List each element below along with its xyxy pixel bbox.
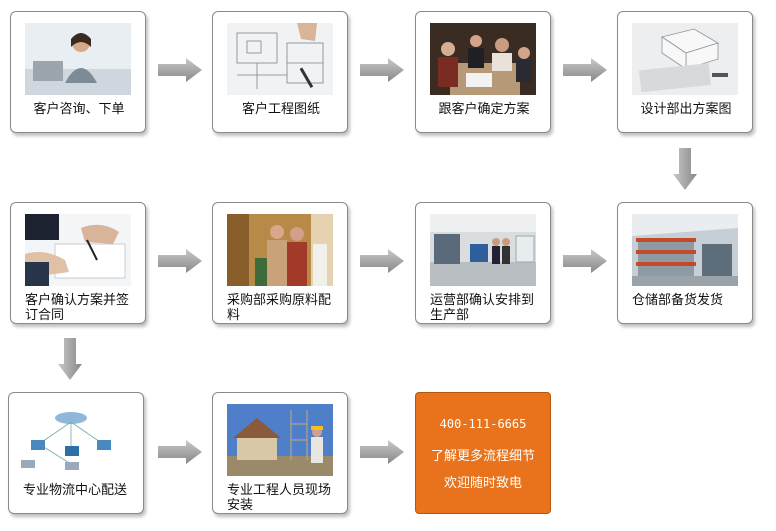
step-card-design: 设计部出方案图 — [617, 11, 753, 133]
step-label: 运营部确认安排到生产部 — [430, 293, 535, 323]
arrow-right-icon — [563, 58, 607, 82]
step-label: 专业物流中心配送 — [23, 483, 128, 498]
contract-photo — [25, 214, 131, 286]
arrow-right-icon — [360, 440, 404, 464]
hotline-number: 400-111-6665 — [439, 417, 527, 431]
arrow-right-icon — [158, 249, 202, 273]
step-label: 客户咨询、下单 — [33, 102, 125, 117]
logistics-diagram-photo — [19, 404, 125, 476]
arrow-down-icon — [58, 338, 82, 380]
install-photo — [227, 404, 333, 476]
warehouse-photo — [632, 214, 738, 286]
step-card-plan: 跟客户确定方案 — [415, 11, 551, 133]
consult-photo — [25, 23, 131, 95]
purchase-photo — [227, 214, 333, 286]
arrow-right-icon — [563, 249, 607, 273]
step-label: 专业工程人员现场安装 — [227, 483, 332, 513]
step-label: 采购部采购原料配料 — [227, 293, 332, 323]
contact-box: 400-111-6665 了解更多流程细节 欢迎随时致电 — [415, 392, 551, 514]
step-card-install: 专业工程人员现场安装 — [212, 392, 348, 514]
contact-more-info: 了解更多流程细节 — [430, 449, 535, 464]
step-label: 客户工程图纸 — [241, 102, 320, 117]
contact-call-us: 欢迎随时致电 — [443, 476, 522, 491]
step-card-drawings: 客户工程图纸 — [212, 11, 348, 133]
step-label: 设计部出方案图 — [640, 102, 732, 117]
arrow-right-icon — [360, 249, 404, 273]
step-label: 客户确认方案并签订合同 — [25, 293, 130, 323]
step-card-purchase: 采购部采购原料配料 — [212, 202, 348, 324]
meeting-photo — [430, 23, 536, 95]
step-card-operations: 运营部确认安排到生产部 — [415, 202, 551, 324]
drawings-photo — [227, 23, 333, 95]
arrow-right-icon — [158, 440, 202, 464]
arrow-down-icon — [673, 148, 697, 190]
step-card-contract: 客户确认方案并签订合同 — [10, 202, 146, 324]
step-card-consult: 客户咨询、下单 — [10, 11, 146, 133]
factory-photo — [430, 214, 536, 286]
design-photo — [632, 23, 738, 95]
step-label: 跟客户确定方案 — [438, 102, 530, 117]
step-card-warehouse: 仓储部备货发货 — [617, 202, 753, 324]
step-card-logistics: 专业物流中心配送 — [8, 392, 144, 514]
step-label: 仓储部备货发货 — [632, 293, 724, 308]
arrow-right-icon — [360, 58, 404, 82]
arrow-right-icon — [158, 58, 202, 82]
